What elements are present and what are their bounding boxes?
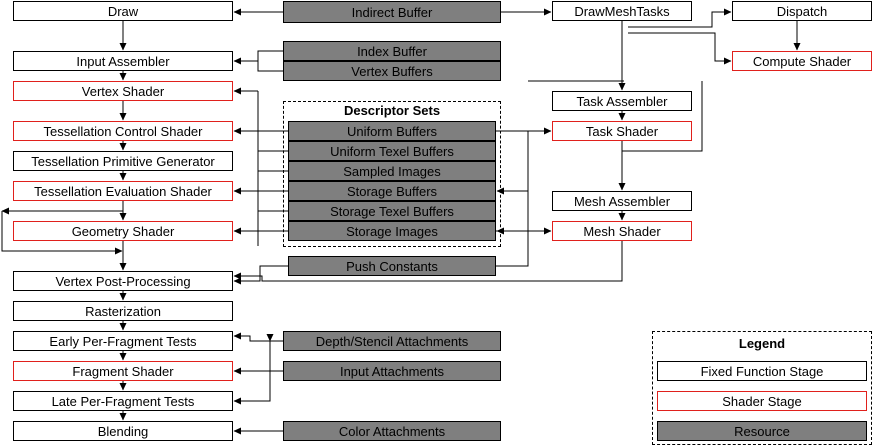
storage-texel-buffers-resource: Storage Texel Buffers	[288, 201, 496, 221]
depth-to-late	[233, 334, 274, 405]
push-constants-resource: Push Constants	[288, 256, 496, 276]
sampled-images-resource: Sampled Images	[288, 161, 496, 181]
storage-buffers-resource: Storage Buffers	[288, 181, 496, 201]
push-to-vpp	[233, 265, 288, 285]
uniform-texel-buffers-resource: Uniform Texel Buffers	[288, 141, 496, 161]
input-attachments-resource: Input Attachments	[283, 361, 501, 381]
mesh-shader-stage: Mesh Shader	[552, 221, 692, 241]
indirect-buffer-resource: Indirect Buffer	[283, 1, 501, 23]
dispatch-stage: Dispatch	[732, 1, 872, 21]
input-assembler-stage: Input Assembler	[13, 51, 233, 71]
depth-stencil-attachments-resource: Depth/Stencil Attachments	[283, 331, 501, 351]
legend-shader-stage: Shader Stage	[657, 391, 867, 411]
descriptor-sets-group	[283, 101, 501, 247]
color-attachments-resource: Color Attachments	[283, 421, 501, 441]
descriptor-sets-title: Descriptor Sets	[343, 103, 441, 118]
bypass-left-2	[1, 211, 123, 255]
uniform-buffers-resource: Uniform Buffers	[288, 121, 496, 141]
draw-stage: Draw	[13, 1, 233, 21]
depth-to-early	[233, 332, 290, 345]
task-shader-stage: Task Shader	[552, 121, 692, 141]
fragment-shader-stage: Fragment Shader	[13, 361, 233, 381]
storage-images-resource: Storage Images	[288, 221, 496, 241]
legend-title: Legend	[738, 336, 786, 351]
tessellation-primitive-generator-stage: Tessellation Primitive Generator	[13, 151, 233, 171]
vertex-shader-stage: Vertex Shader	[13, 81, 233, 101]
blending-stage: Blending	[13, 421, 233, 441]
legend-box	[652, 331, 872, 445]
right-loop	[622, 81, 703, 152]
draw-mesh-tasks-stage: DrawMeshTasks	[552, 1, 692, 21]
vertex-post-processing-stage: Vertex Post-Processing	[13, 271, 233, 291]
legend-resource: Resource	[657, 421, 867, 441]
early-per-fragment-tests-stage: Early Per-Fragment Tests	[13, 331, 233, 351]
index-buffer-resource: Index Buffer	[283, 41, 501, 61]
task-assembler-stage: Task Assembler	[552, 91, 692, 111]
drawmesh-to-compute	[628, 32, 732, 65]
mesh-to-vpp	[233, 241, 623, 282]
index-buffers-link	[257, 50, 283, 72]
tessellation-evaluation-shader-stage: Tessellation Evaluation Shader	[13, 181, 233, 201]
drawmesh-to-dispatch	[628, 8, 732, 28]
rasterization-stage: Rasterization	[13, 301, 233, 321]
late-per-fragment-tests-stage: Late Per-Fragment Tests	[13, 391, 233, 411]
tessellation-control-shader-stage: Tessellation Control Shader	[13, 121, 233, 141]
storage-bus-right	[496, 131, 529, 267]
vertex-buffers-resource: Vertex Buffers	[283, 61, 501, 81]
mesh-assembler-stage: Mesh Assembler	[552, 191, 692, 211]
geometry-shader-stage: Geometry Shader	[13, 221, 233, 241]
legend-fixed-function-stage: Fixed Function Stage	[657, 361, 867, 381]
compute-shader-stage: Compute Shader	[732, 51, 872, 71]
